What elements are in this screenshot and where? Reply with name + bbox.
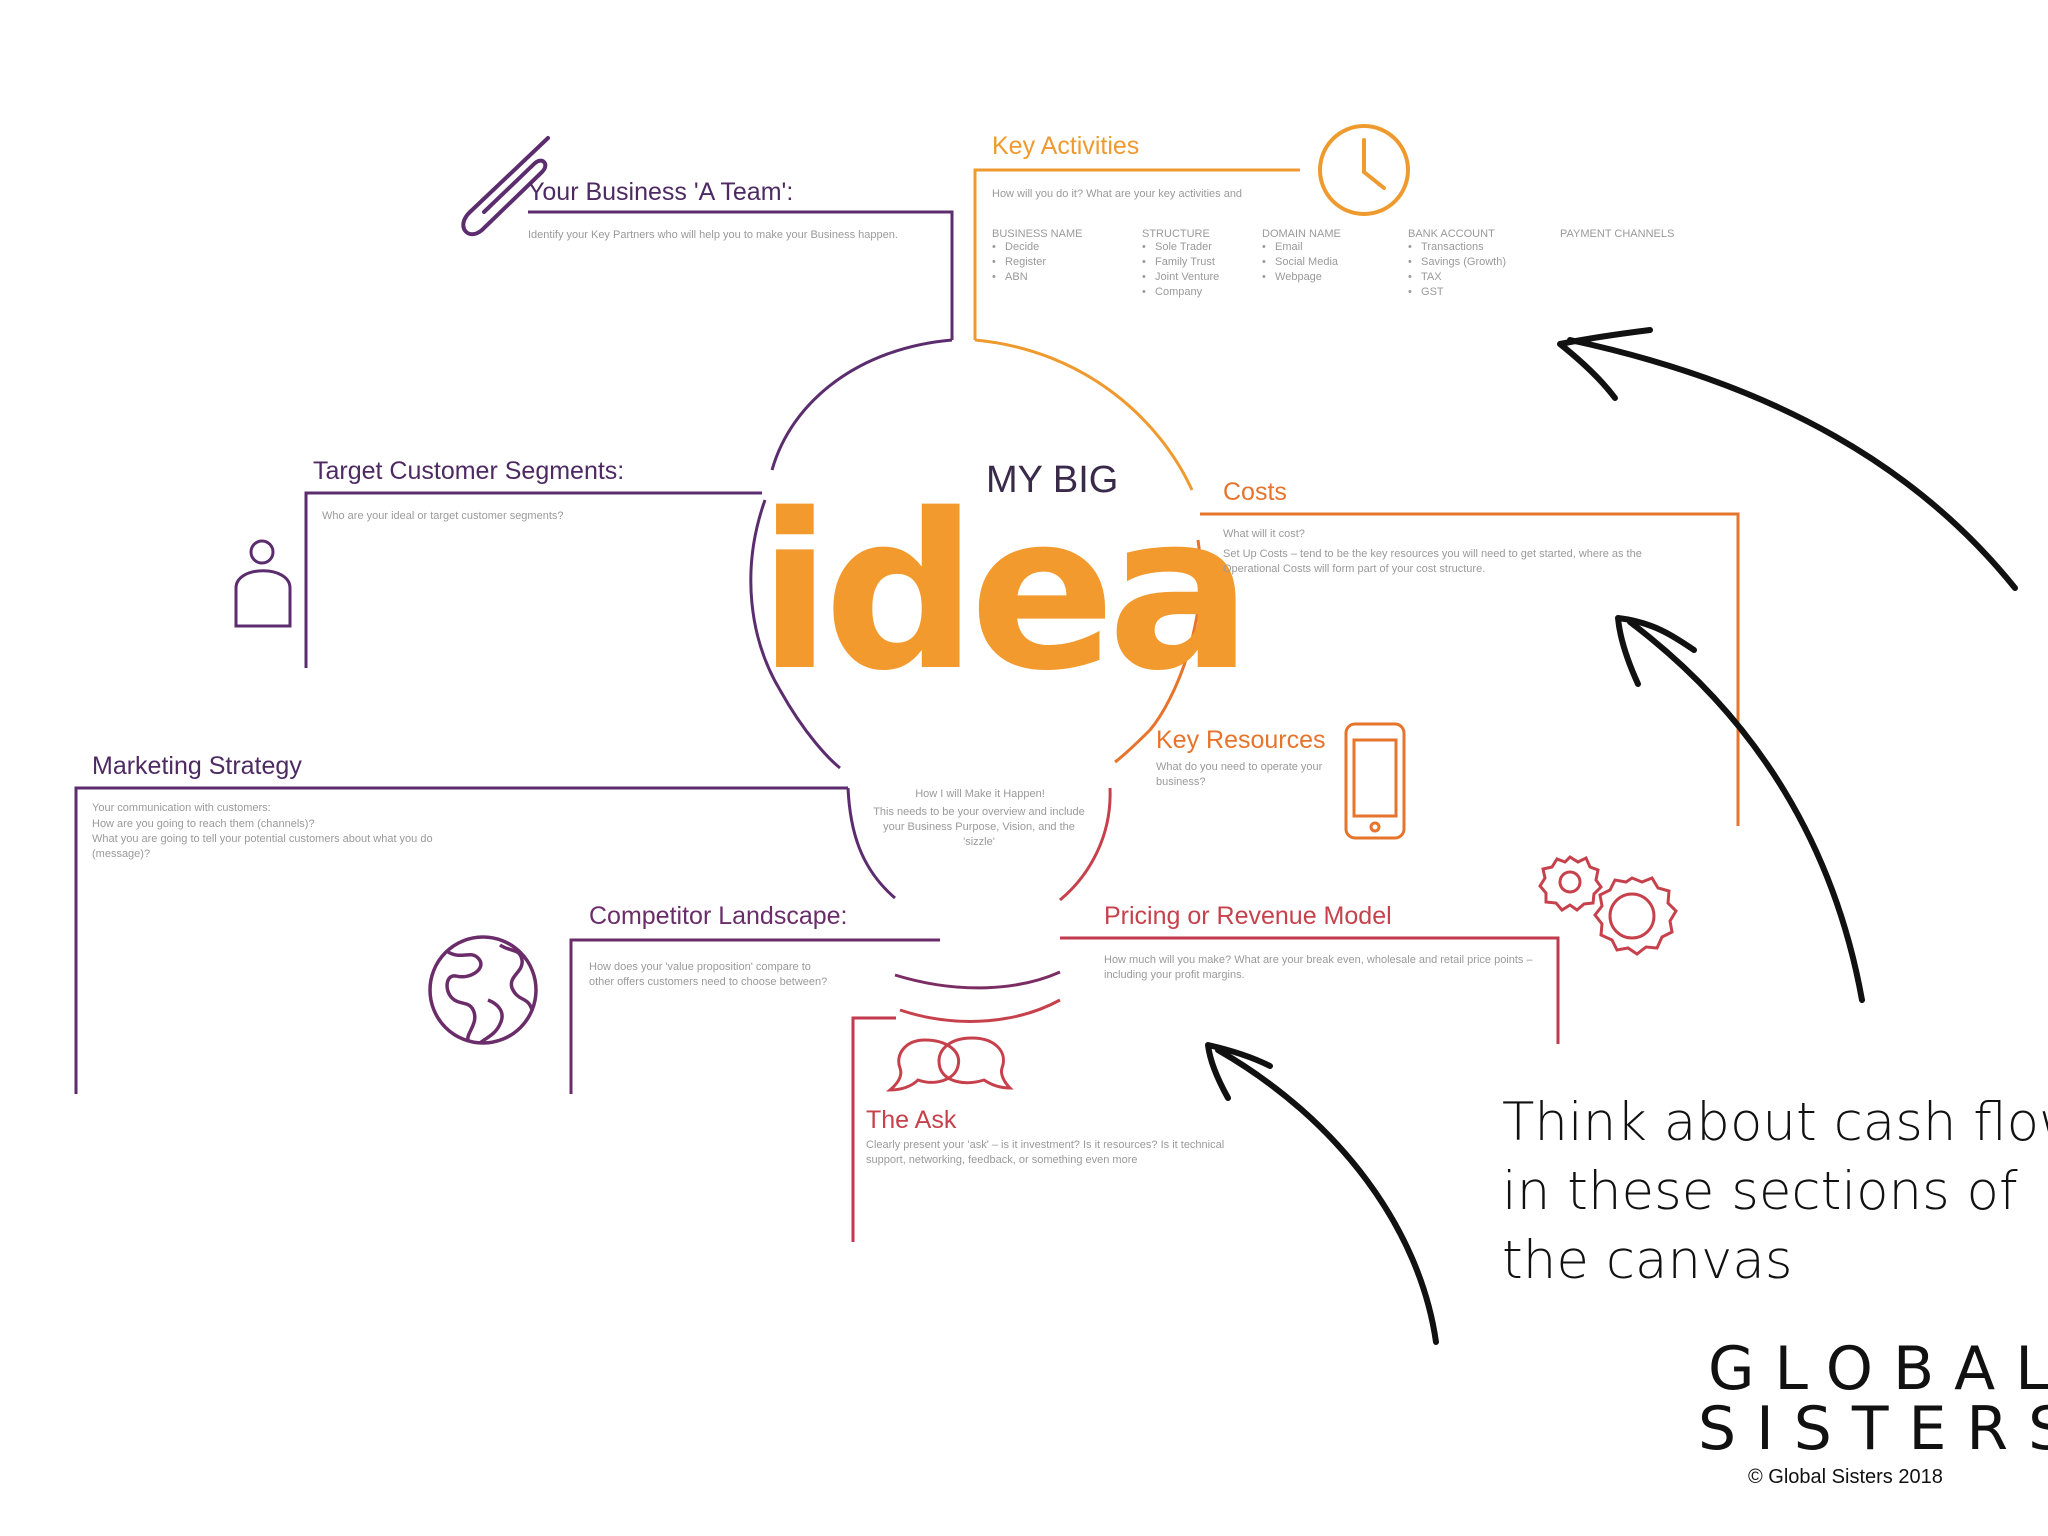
a-team-box [528, 210, 954, 340]
pricing-title: Pricing or Revenue Model [1104, 902, 1392, 930]
ka-column-domain-name: DOMAIN NAME • Email • Social Media • Web… [1262, 228, 1341, 285]
costs-desc-1: What will it cost? [1223, 528, 1305, 540]
ka-column-structure: STRUCTURE • Sole Trader • Family Trust •… [1142, 228, 1219, 300]
ka-column-heading: STRUCTURE [1142, 228, 1210, 240]
ka-column-item: • Family Trust [1142, 256, 1215, 268]
smartphone-icon [1344, 722, 1406, 840]
key-resources-title: Key Resources [1156, 726, 1326, 754]
ka-column-item: • Savings (Growth) [1408, 256, 1507, 268]
clock-icon [1318, 124, 1410, 216]
ka-column-item: • Email [1262, 241, 1303, 253]
ka-column-item: • GST [1408, 286, 1444, 298]
ka-column-item: • Sole Trader [1142, 241, 1212, 253]
ka-column-item: • Transactions [1408, 241, 1484, 253]
key-resources-desc: What do you need to operate your busines… [1156, 761, 1323, 788]
ka-column-item: • Register [992, 256, 1046, 268]
target-customers-box [304, 491, 762, 668]
annotation-line-2: in these sections of [1502, 1161, 2018, 1222]
arrow-to-pricing [1205, 1042, 1439, 1345]
marketing-title: Marketing Strategy [92, 752, 302, 780]
ka-column-heading: PAYMENT CHANNELS [1560, 228, 1675, 240]
my-big-label: MY BIG [986, 459, 1119, 501]
arrow-to-costs [1615, 615, 1865, 1003]
ka-column-item: • Webpage [1262, 271, 1322, 283]
the-ask-title: The Ask [866, 1106, 957, 1134]
ka-column-item: • Social Media [1262, 256, 1339, 268]
ka-column-heading: BUSINESS NAME [992, 228, 1083, 240]
marketing-desc-1: Your communication with customers: [92, 802, 271, 814]
ka-column-payment-channels: PAYMENT CHANNELS [1560, 228, 1674, 240]
competitor-desc: How does your 'value proposition' compar… [589, 961, 828, 988]
ka-column-heading: DOMAIN NAME [1262, 228, 1341, 240]
copyright-text: © Global Sisters 2018 [1748, 1466, 1943, 1488]
ka-column-item: • Company [1142, 286, 1203, 298]
a-team-title: Your Business 'A Team': [528, 178, 794, 206]
ka-column-item: • Joint Venture [1142, 271, 1220, 283]
marketing-desc-3: What you are going to tell your potentia… [92, 833, 433, 860]
competitor-box [569, 938, 940, 1094]
the-ask-box [851, 1016, 896, 1242]
pricing-desc: How much will you make? What are your br… [1104, 954, 1533, 981]
lightbulb-outline [749, 338, 1202, 1023]
ka-column-business-name: BUSINESS NAME • Decide • Register • ABN [992, 228, 1082, 285]
a-team-desc: Identify your Key Partners who will help… [528, 229, 898, 241]
target-customers-title: Target Customer Segments: [313, 457, 625, 485]
how-happen-desc: This needs to be your overview and inclu… [873, 806, 1085, 848]
annotation-line-3: the canvas [1502, 1230, 1793, 1291]
ka-column-item: • Decide [992, 241, 1040, 253]
idea-word: idea [758, 467, 1252, 718]
competitor-title: Competitor Landscape: [589, 902, 848, 930]
paperclip-icon [461, 136, 550, 237]
gears-icon [1538, 855, 1678, 956]
key-activities-title: Key Activities [992, 132, 1140, 160]
ka-column-item: • TAX [1408, 271, 1442, 283]
globe-icon [428, 935, 538, 1045]
target-customers-desc: Who are your ideal or target customer se… [322, 510, 564, 522]
costs-desc-2: Set Up Costs – tend to be the key resour… [1223, 548, 1642, 575]
the-ask-desc: Clearly present your 'ask' – is it inves… [866, 1139, 1225, 1166]
ka-column-heading: BANK ACCOUNT [1408, 228, 1495, 240]
how-happen-title: How I will Make it Happen! [915, 788, 1045, 800]
speech-bubbles-icon [885, 1036, 1014, 1092]
global-sisters-logo-line-1: GLOBAL [1708, 1334, 2048, 1404]
ka-column-bank-account: BANK ACCOUNT • Transactions • Savings (G… [1408, 228, 1506, 300]
marketing-desc-2: How are you going to reach them (channel… [92, 818, 315, 830]
global-sisters-logo-line-2: SISTERS [1698, 1394, 2048, 1464]
key-activities-desc: How will you do it? What are your key ac… [992, 188, 1243, 200]
ka-column-item: • ABN [992, 271, 1028, 283]
costs-title: Costs [1223, 478, 1287, 506]
marketing-box [74, 786, 848, 1094]
pricing-box [1060, 936, 1560, 1044]
key-activities-box [973, 168, 1300, 340]
annotation-line-1: Think about cash flow [1502, 1092, 2048, 1153]
person-icon [234, 539, 292, 628]
arrow-to-key-activities [1557, 327, 2018, 591]
